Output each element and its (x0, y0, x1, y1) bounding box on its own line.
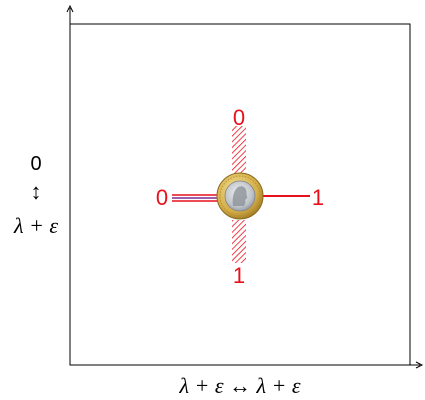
y-axis-label-top: 0 (30, 153, 41, 175)
edge-left-label: 0 (156, 185, 168, 210)
y-axis-label-bottom: λ + ε (13, 213, 58, 238)
edge-right-label: 1 (312, 185, 324, 210)
edge-bottom-hatched (232, 220, 246, 263)
coin-icon (217, 173, 263, 219)
y-axis-label-arrow: ↕ (31, 179, 42, 204)
edge-top-label: 0 (233, 105, 245, 130)
x-axis-label: λ + ε ↔ λ + ε (178, 373, 300, 398)
edge-bottom-label: 1 (233, 263, 245, 288)
edge-top-hatched (232, 126, 246, 178)
